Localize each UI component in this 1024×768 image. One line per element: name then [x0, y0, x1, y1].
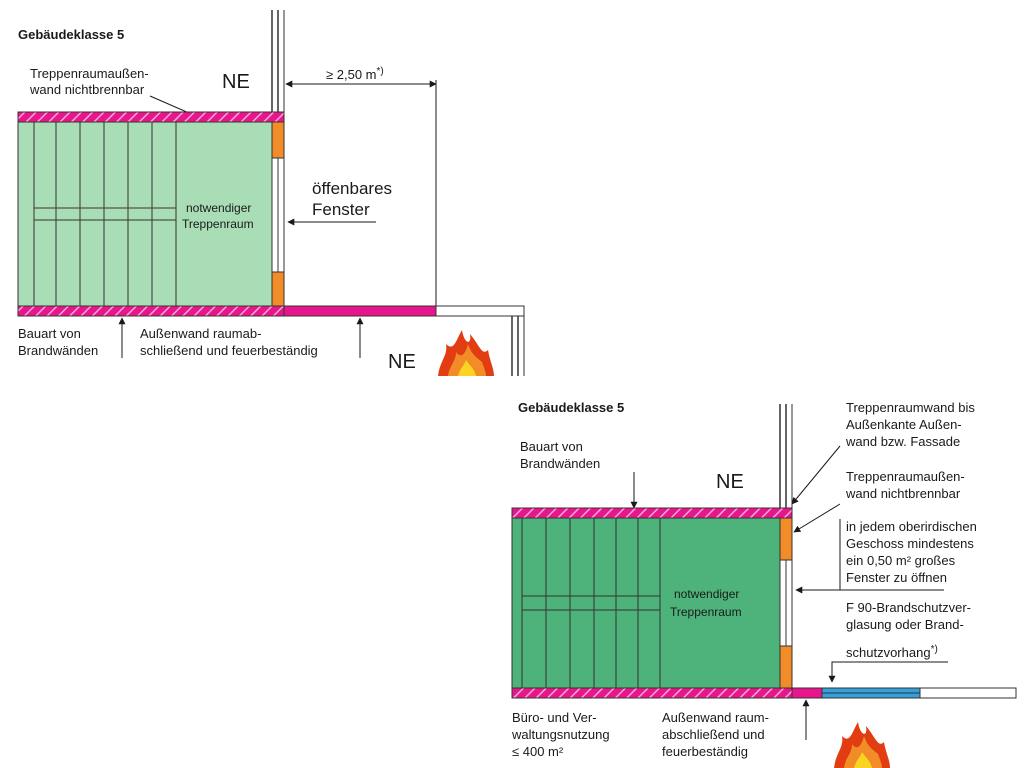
bottom-ne: NE	[716, 471, 744, 493]
top-stair-room	[17, 121, 273, 307]
bottom-win-line3: ein 0,50 m² großes	[846, 553, 956, 568]
top-ne-lower: NE	[388, 351, 416, 373]
bottom-neighbour-wall	[919, 687, 1017, 699]
top-stair-treads	[33, 122, 177, 306]
bottom-heading: Gebäudeklasse 5	[518, 400, 624, 415]
top-stair-label-line2: Treppenraum	[182, 217, 254, 231]
top-diagram: Gebäudeklasse 5 Treppenraumaußen- wand n…	[17, 10, 525, 376]
bottom-stair-label-line2: Treppenraum	[670, 605, 742, 619]
bottom-orange-opening-upper	[779, 517, 793, 561]
bottom-bauart-line2: Brandwänden	[520, 456, 600, 471]
top-bauart-line2: Brandwänden	[18, 343, 98, 358]
top-facade-upper	[271, 10, 285, 112]
bottom-taw-arrow	[793, 503, 841, 533]
bottom-tw-line1: Treppenraumwand bis	[846, 400, 975, 415]
top-bauart-line1: Bauart von	[18, 326, 81, 341]
top-ne-upper: NE	[222, 71, 250, 93]
bottom-win-line1: in jedem oberirdischen	[846, 519, 977, 534]
top-dimension-mark: *)	[377, 66, 384, 77]
bottom-stair-label-line1: notwendiger	[674, 587, 739, 601]
bottom-bauart-line1: Bauart von	[520, 439, 583, 454]
top-flame-icon	[438, 330, 494, 376]
bottom-stair-treads	[521, 518, 661, 688]
bottom-diagram: Gebäudeklasse 5 Bauart von Brandwänden N…	[511, 400, 1017, 768]
bottom-f90-line3-wrap: schutzvorhang*)	[846, 644, 938, 660]
bottom-tw-line3: wand bzw. Fassade	[845, 434, 960, 449]
top-heading: Gebäudeklasse 5	[18, 27, 124, 42]
bottom-f90-arrow	[828, 661, 948, 683]
top-dimension-value: ≥ 2,50 m	[326, 67, 377, 82]
top-orange-opening-upper	[271, 121, 285, 159]
bottom-office-line2: waltungsnutzung	[511, 727, 610, 742]
bottom-outer-line3: feuerbeständig	[662, 744, 748, 759]
bottom-taw-line2: wand nichtbrennbar	[845, 486, 961, 501]
top-outer-wall	[283, 305, 437, 317]
top-stair-label-line1: notwendiger	[186, 201, 251, 215]
bottom-win-line4: Fenster zu öffnen	[846, 570, 947, 585]
bottom-outer-wall	[791, 687, 823, 699]
bottom-office-line1: Büro- und Ver-	[512, 710, 597, 725]
top-lower-wall	[17, 305, 285, 317]
top-window-label-line1: öffenbares	[312, 179, 392, 198]
bottom-orange-opening-lower	[779, 645, 793, 689]
bottom-outer-line1: Außenwand raum-	[662, 710, 769, 725]
bottom-stair-room	[511, 517, 781, 689]
bottom-f90-line3: schutzvorhang	[846, 645, 931, 660]
bottom-outer-line2: abschließend und	[662, 727, 765, 742]
top-neighbour-wall	[435, 305, 525, 317]
top-outer-line2: schließend und feuerbeständig	[140, 343, 318, 358]
top-dimension-label: ≥ 2,50 m*)	[326, 66, 384, 82]
bottom-upper-wall	[511, 507, 793, 519]
bottom-f90-line1: F 90-Brandschutzver-	[846, 600, 971, 615]
bottom-win-line2: Geschoss mindestens	[846, 536, 974, 551]
top-wall-label-line1: Treppenraumaußen-	[30, 66, 149, 81]
bottom-facade-upper	[779, 404, 793, 508]
bottom-taw-line1: Treppenraumaußen-	[846, 469, 965, 484]
top-orange-opening-lower	[271, 271, 285, 307]
top-neighbour-facade	[511, 306, 525, 376]
top-upper-wall	[17, 111, 285, 123]
bottom-f90-mark: *)	[931, 644, 938, 655]
bottom-flame-icon	[834, 722, 890, 768]
top-wall-label-line2: wand nichtbrennbar	[29, 82, 145, 97]
top-dimension	[285, 80, 437, 306]
bottom-tw-arrow	[791, 445, 841, 505]
bottom-lower-wall	[511, 687, 793, 699]
bottom-f90-line2: glasung oder Brand-	[846, 617, 964, 632]
top-outer-line1: Außenwand raumab-	[140, 326, 261, 341]
bottom-office-line3: ≤ 400 m²	[512, 744, 564, 759]
top-window-label-line2: Fenster	[312, 200, 370, 219]
bottom-tw-line2: Außenkante Außen-	[846, 417, 962, 432]
